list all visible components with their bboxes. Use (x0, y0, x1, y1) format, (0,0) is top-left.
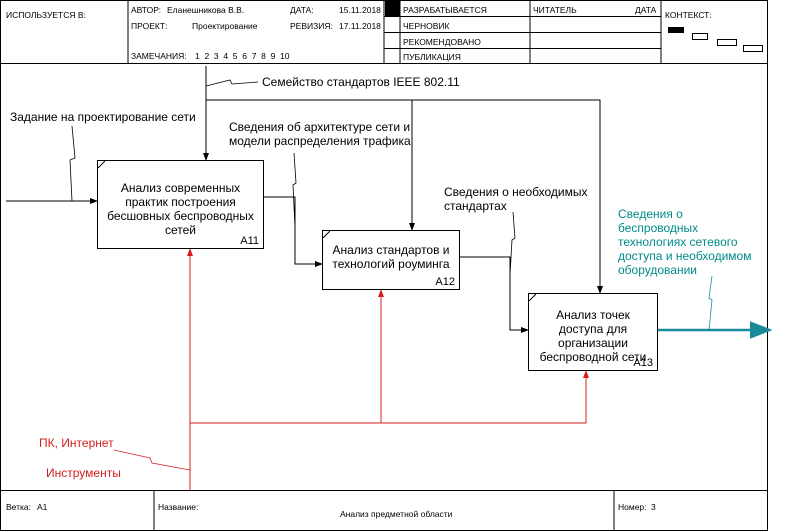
block-corner (529, 294, 536, 301)
branch-value: А1 (37, 502, 48, 512)
project-label: ПРОЕКТ: (131, 21, 168, 31)
revision-label: РЕВИЗИЯ: (290, 21, 333, 31)
date-value: 15.11.2018 (339, 5, 381, 15)
arrow-output (658, 275, 773, 339)
block-a11-code: А11 (240, 235, 259, 247)
block-corner (323, 231, 330, 238)
block-a13[interactable]: Анализ точек доступа для организации бес… (528, 293, 658, 371)
branch-label: Ветка: (6, 502, 32, 512)
context-label: КОНТЕКСТ: (665, 10, 712, 20)
label-arch-info: Сведения об архитектуре сети и модели ра… (229, 120, 411, 148)
reader-label: ЧИТАТЕЛЬ (533, 5, 577, 15)
block-a12-code: А12 (435, 276, 455, 288)
context-node-active (668, 27, 684, 33)
status-developing: РАЗРАБАТЫВАЕТСЯ (403, 5, 487, 15)
status-recommended: РЕКОМЕНДОВАНО (403, 37, 481, 47)
context-node (717, 39, 737, 46)
label-tools: Инструменты (46, 466, 121, 480)
arrow-mechanism (113, 248, 589, 490)
arrow-ieee-control (203, 66, 603, 294)
context-node (692, 33, 708, 40)
notes-numbers: 1 2 3 4 5 6 7 8 9 10 (195, 51, 290, 61)
block-a11-title: Анализ современных практик построения бе… (107, 181, 254, 237)
block-a13-title: Анализ точек доступа для организации бес… (539, 308, 647, 364)
label-task-input: Задание на проектирование сети (10, 110, 196, 124)
author-value: Еланешникова В.В. (167, 5, 245, 15)
block-a11[interactable]: Анализ современных практик построения бе… (97, 160, 264, 249)
arrow-task-input (6, 125, 98, 204)
number-value: 3 (651, 502, 656, 512)
label-ieee: Семейство стандартов IEEE 802.11 (262, 75, 460, 89)
label-output: Сведения о беспроводных технологиях сете… (618, 207, 752, 277)
status-draft: ЧЕРНОВИК (403, 21, 450, 31)
block-a12-title: Анализ стандартов и технологий роуминга (332, 243, 450, 271)
label-pc-internet: ПК, Интернет (39, 436, 114, 450)
name-value: Анализ предметной области (340, 509, 453, 519)
context-node (743, 45, 763, 52)
notes-label: ЗАМЕЧАНИЯ: (131, 51, 187, 61)
block-a12[interactable]: Анализ стандартов и технологий роуминга … (322, 230, 460, 290)
arrow-arch-info (263, 152, 323, 267)
block-corner (98, 161, 105, 168)
name-label: Название: (158, 502, 199, 512)
revision-value: 17.11.2018 (339, 21, 381, 31)
date-label: ДАТА: (290, 5, 314, 15)
project-value: Проектирование (192, 21, 258, 31)
status-publication: ПУБЛИКАЦИЯ (403, 52, 461, 62)
used-in-label: ИСПОЛЬЗУЕТСЯ В: (6, 10, 86, 20)
block-a13-code: А13 (633, 357, 653, 369)
label-standards-info: Сведения о необходимых стандартах (444, 185, 588, 213)
reader-date-label: ДАТА (635, 5, 657, 15)
number-label: Номер: (618, 502, 647, 512)
arrow-standards-info (460, 211, 529, 333)
author-label: АВТОР: (131, 5, 162, 15)
